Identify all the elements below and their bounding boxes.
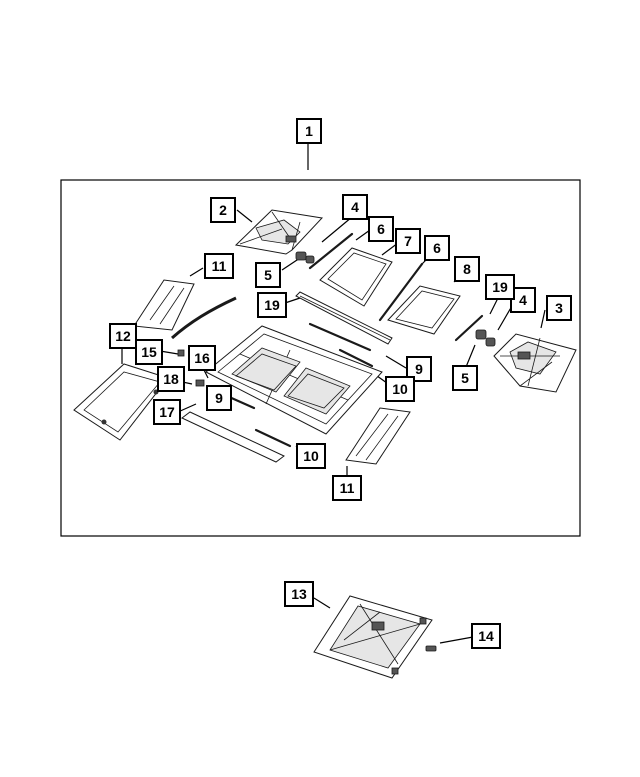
seal-strips-6	[308, 232, 484, 342]
callout-6b: 6	[424, 235, 450, 261]
callout-5b: 5	[452, 365, 478, 391]
screw-14	[425, 645, 437, 652]
callout-label-3: 3	[555, 300, 563, 316]
rear-glass-8	[387, 285, 461, 335]
callout-label-9a: 9	[415, 361, 423, 377]
assembly-frame	[60, 179, 581, 537]
callout-16: 16	[188, 345, 216, 371]
callout-2: 2	[210, 197, 236, 223]
callout-label-6a: 6	[377, 221, 385, 237]
callout-4a: 4	[342, 194, 368, 220]
callout-label-12: 12	[115, 328, 131, 344]
callout-label-11b: 11	[340, 480, 355, 496]
side-panel-11-right	[345, 407, 411, 465]
callout-label-4b: 4	[519, 292, 527, 308]
callout-5a: 5	[255, 262, 281, 288]
front-glass-7	[319, 247, 393, 307]
callout-6a: 6	[368, 216, 394, 242]
callout-label-1: 1	[305, 123, 313, 139]
sunshade-panel-13	[313, 595, 433, 679]
motor-5-left	[295, 251, 315, 264]
callout-11b: 11	[332, 475, 362, 501]
callout-13: 13	[284, 581, 314, 607]
callout-10b: 10	[296, 443, 326, 469]
callout-label-5b: 5	[461, 370, 469, 386]
callout-label-15: 15	[141, 344, 157, 360]
side-panel-11-left	[133, 279, 195, 331]
callout-17: 17	[153, 399, 181, 425]
rails-10	[254, 348, 374, 448]
callout-19b: 19	[485, 274, 515, 300]
callout-10a: 10	[385, 376, 415, 402]
callout-label-11a: 11	[212, 258, 227, 274]
callout-label-14: 14	[478, 628, 494, 644]
callout-19a: 19	[257, 292, 287, 318]
front-bar-17	[181, 411, 285, 463]
callout-label-16: 16	[194, 350, 210, 366]
callout-label-19a: 19	[264, 297, 280, 313]
callout-label-10b: 10	[303, 448, 319, 464]
front-panel-2	[234, 209, 324, 255]
sunroof-frame	[205, 325, 383, 435]
callout-11a: 11	[204, 253, 234, 279]
deflector-19	[295, 291, 393, 345]
callout-3: 3	[546, 295, 572, 321]
callouts: 1 2 3 4 4 5 5 6 6 7 8 9 9 10 10 11	[109, 118, 572, 649]
callout-label-19b: 19	[492, 279, 508, 295]
callout-label-10a: 10	[392, 381, 408, 397]
callout-14: 14	[471, 623, 501, 649]
callout-label-13: 13	[291, 586, 307, 602]
callout-label-6b: 6	[433, 240, 441, 256]
callout-9b: 9	[206, 385, 232, 411]
callout-1: 1	[296, 118, 322, 144]
callout-7: 7	[395, 228, 421, 254]
callout-18: 18	[157, 366, 185, 392]
callout-15: 15	[135, 339, 163, 365]
callout-label-9b: 9	[215, 390, 223, 406]
callout-label-5a: 5	[264, 267, 272, 283]
callout-12: 12	[109, 323, 137, 349]
callout-label-18: 18	[163, 371, 179, 387]
callout-label-17: 17	[159, 404, 175, 420]
drain-channel	[171, 296, 237, 340]
callout-label-7: 7	[404, 233, 412, 249]
callout-label-2: 2	[219, 202, 227, 218]
callout-label-4a: 4	[351, 199, 359, 215]
motor-5-right	[475, 329, 496, 347]
callout-label-8: 8	[463, 261, 471, 277]
callout-8: 8	[454, 256, 480, 282]
rear-panel-3	[493, 333, 577, 393]
